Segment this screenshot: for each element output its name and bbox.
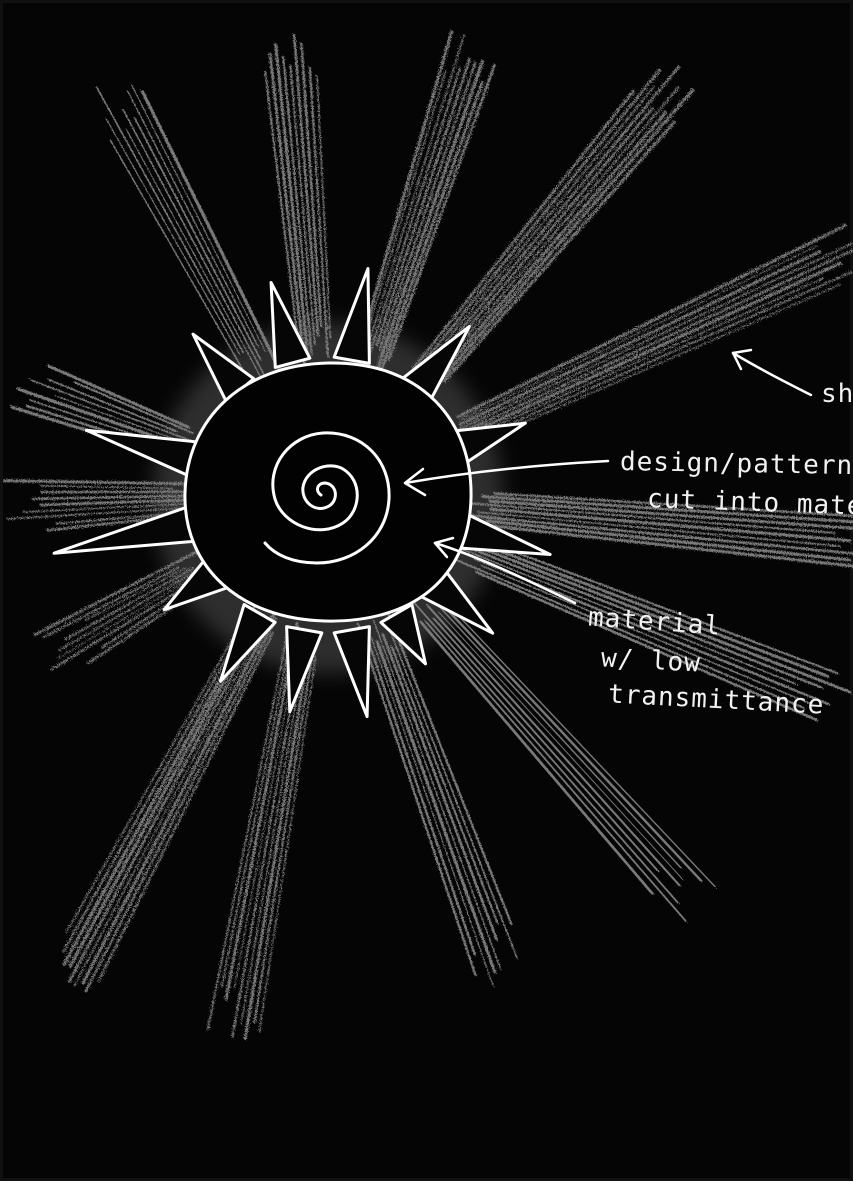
- chalk-ray-stroke: [64, 633, 246, 964]
- chalk-ray-stroke: [371, 637, 493, 986]
- chalk-ray-stroke: [367, 637, 475, 954]
- chalk-ray-stroke: [208, 637, 287, 1030]
- chalk-ray-stroke: [48, 366, 188, 427]
- chalk-ray-stroke: [97, 87, 243, 352]
- sun-sketch-drawing: [3, 3, 853, 1184]
- chalk-ray-stroke: [364, 32, 451, 332]
- chalk-ray-stroke: [254, 647, 313, 1022]
- chalk-ray-stroke: [485, 284, 840, 439]
- chalk-ray-stroke: [483, 278, 823, 431]
- chalk-ray-stroke: [478, 272, 852, 438]
- chalk-ray-stroke: [135, 118, 260, 359]
- chalk-ray-stroke: [445, 122, 675, 381]
- chalk-ray-stroke: [128, 91, 258, 346]
- chalk-ray-stroke: [86, 619, 276, 992]
- chalk-ray-stroke: [69, 615, 264, 981]
- chalk-ray-stroke: [475, 263, 841, 431]
- chalk-ray-stroke: [383, 635, 496, 940]
- sun-core-circle: [185, 363, 471, 621]
- chalk-ray-stroke: [132, 85, 266, 352]
- chalk-ray-stroke: [358, 624, 476, 975]
- chalk-ray-stroke: [359, 71, 445, 360]
- chalk-ray-stroke: [85, 568, 185, 620]
- chalk-ray-stroke: [426, 70, 660, 360]
- annotation-material-line2: w/ low: [600, 645, 701, 676]
- chalk-ray-stroke: [458, 225, 846, 416]
- chalk-ray-stroke: [469, 251, 853, 430]
- chalk-ray-stroke: [430, 86, 655, 361]
- chalk-ray-stroke: [460, 252, 819, 425]
- chalk-ray-stroke: [127, 130, 260, 376]
- chalk-ray-stroke: [110, 140, 247, 378]
- chalk-ray-stroke: [377, 59, 470, 344]
- annotation-design-line1: design/pattern: [620, 449, 853, 479]
- chalk-ray-stroke: [40, 486, 172, 489]
- annotation-fragment: sh: [821, 381, 853, 407]
- sun-spike: [334, 268, 369, 363]
- chalk-ray-stroke: [377, 642, 495, 972]
- chalk-ray-stroke: [370, 68, 460, 353]
- chalk-ray-stroke: [259, 656, 315, 1031]
- chalk-ray-stroke: [98, 633, 273, 982]
